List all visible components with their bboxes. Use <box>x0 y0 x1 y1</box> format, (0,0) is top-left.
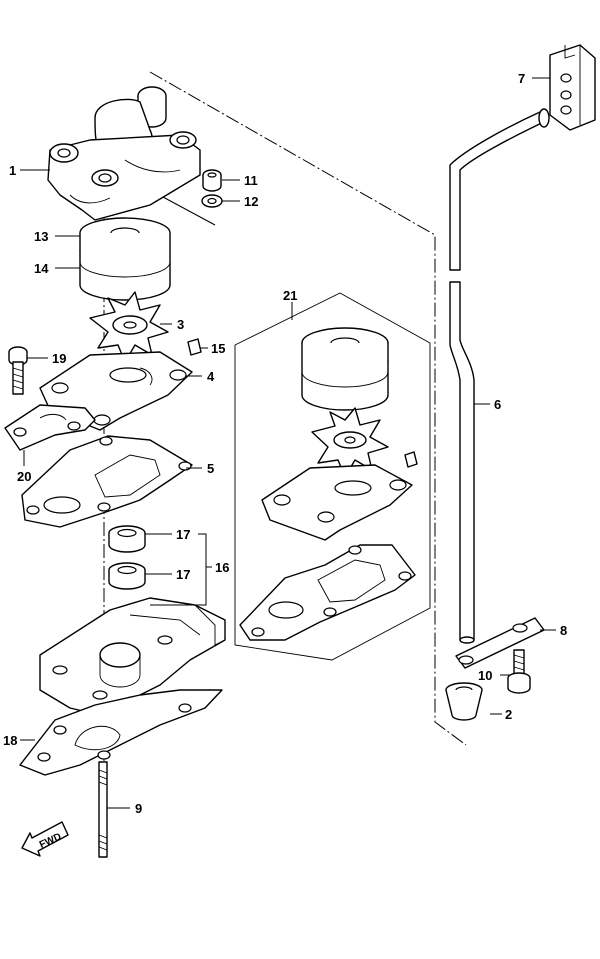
callout-21: 21 <box>283 288 297 303</box>
pump-case <box>47 86 201 221</box>
callout-11: 11 <box>244 173 258 188</box>
key-15 <box>187 338 202 356</box>
callout-8: 8 <box>560 623 567 638</box>
callout-10: 10 <box>478 668 492 683</box>
fwd-arrow-icon: FWD <box>21 821 69 857</box>
callout-15: 15 <box>211 341 225 356</box>
callout-4: 4 <box>207 369 215 384</box>
gasket-5 <box>21 435 193 528</box>
callout-18: 18 <box>3 733 17 748</box>
callout-14: 14 <box>34 261 49 276</box>
repair-kit-21 <box>234 292 431 661</box>
callout-5: 5 <box>207 461 214 476</box>
callout-19: 19 <box>52 351 66 366</box>
callout-3: 3 <box>177 317 184 332</box>
callout-20: 20 <box>17 469 31 484</box>
callout-12: 12 <box>244 194 258 209</box>
leader-lines <box>20 77 556 809</box>
callout-6: 6 <box>494 397 501 412</box>
callout-numbers: 1 2 3 4 5 6 7 8 9 10 11 12 13 14 15 16 1… <box>3 71 567 816</box>
callout-16: 16 <box>215 560 229 575</box>
impeller-liner <box>79 217 171 301</box>
callout-17-lower: 17 <box>176 567 190 582</box>
stud-bolt-9 <box>98 761 108 858</box>
gasket-18 <box>19 689 223 776</box>
washer-12 <box>201 194 223 208</box>
sleeve-2 <box>445 682 483 721</box>
oil-seal-lower <box>108 562 146 590</box>
collar-11 <box>202 169 222 192</box>
callout-9: 9 <box>135 801 142 816</box>
bolt-10 <box>507 649 531 694</box>
assembly-frame <box>149 71 467 746</box>
water-tube-6 <box>449 108 550 644</box>
gasket-20 <box>4 404 96 451</box>
impeller-3 <box>89 291 169 363</box>
bolt-19 <box>8 346 28 395</box>
callout-1: 1 <box>9 163 16 178</box>
oil-seal-upper <box>108 525 146 553</box>
callout-13: 13 <box>34 229 48 244</box>
callout-17-upper: 17 <box>176 527 190 542</box>
lower-housing <box>39 597 226 716</box>
callout-2: 2 <box>505 707 512 722</box>
grommet-7 <box>549 44 596 131</box>
callout-7: 7 <box>518 71 525 86</box>
